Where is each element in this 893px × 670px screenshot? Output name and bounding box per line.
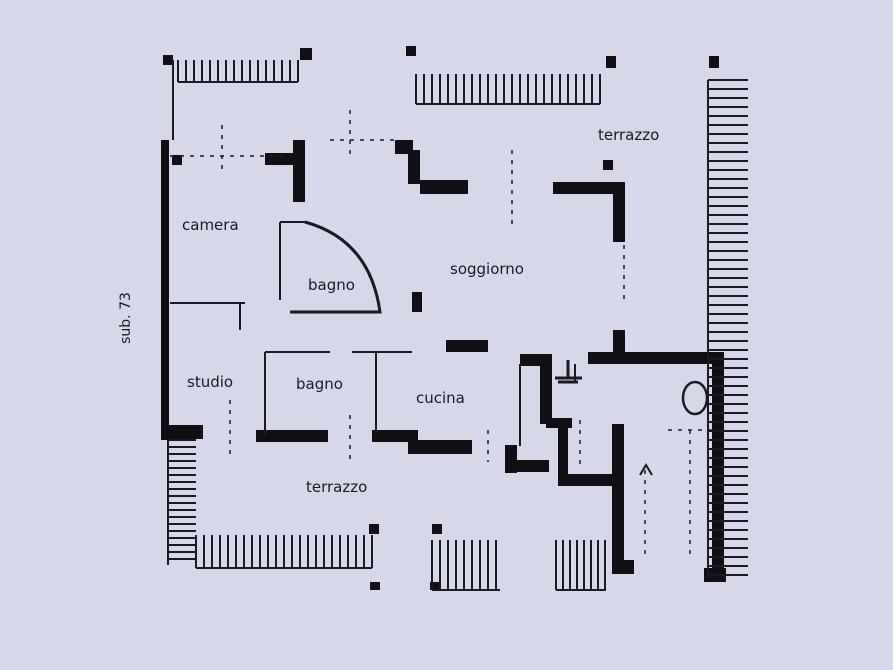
room-label-terrazzo-bottom: terrazzo (306, 478, 368, 496)
terrace-railings (167, 60, 748, 591)
wall-segment (256, 430, 328, 442)
walls (161, 46, 726, 590)
wall-segment (613, 182, 625, 242)
room-label-cucina: cucina (416, 389, 465, 407)
wall-segment (408, 440, 472, 454)
wall-segment (712, 352, 724, 568)
wall-segment (432, 524, 442, 534)
wall-segment (709, 56, 719, 68)
wall-segment (420, 180, 468, 194)
fixture-hob (555, 360, 582, 384)
wall-segment (369, 524, 379, 534)
wall-segment (161, 425, 203, 439)
room-label-soggiorno: soggiorno (450, 260, 524, 278)
wall-segment (161, 140, 169, 440)
room-label-terrazzo-top: terrazzo (598, 126, 660, 144)
stair-arrow (639, 463, 653, 476)
dashed-lines (170, 110, 712, 560)
wall-segment (558, 474, 618, 486)
wall-segment (558, 418, 568, 484)
wall-segment (163, 55, 173, 65)
wall-segment (412, 292, 422, 312)
wall-segment (172, 155, 182, 165)
wall-segment (540, 354, 552, 424)
wall-segment (408, 150, 420, 184)
wall-segment (553, 182, 625, 194)
wall-segment (612, 424, 624, 574)
wall-segment (430, 582, 440, 590)
wall-segment (372, 430, 418, 442)
thin-lines (170, 60, 709, 476)
wall-segment (293, 140, 305, 202)
sub-label: sub. 73 (117, 292, 134, 344)
wall-segment (603, 160, 613, 170)
wall-segment (300, 48, 312, 60)
wall-segment (588, 352, 724, 364)
wall-segment (612, 560, 634, 574)
fixture-sink-oval (681, 380, 709, 416)
room-label-bagno-upper: bagno (308, 276, 355, 294)
wall-segment (606, 56, 616, 68)
room-label-bagno-lower: bagno (296, 375, 343, 393)
wall-segment (370, 582, 380, 590)
room-label-studio: studio (187, 373, 234, 391)
wall-segment (406, 46, 416, 56)
wall-segment (505, 460, 549, 472)
room-label-camera: camera (182, 216, 239, 234)
bagno-curved-wall (290, 220, 382, 314)
wall-segment (446, 340, 488, 352)
